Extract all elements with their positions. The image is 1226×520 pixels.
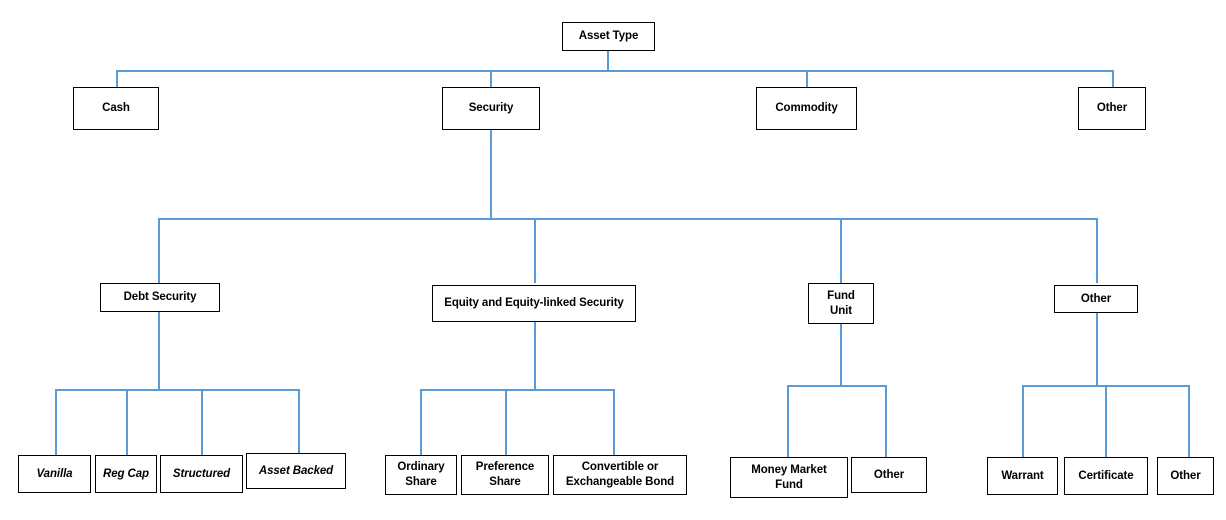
node-structured[interactable]: Structured [160, 455, 243, 493]
connector-stub-preference-share [505, 389, 507, 455]
node-asset-type[interactable]: Asset Type [562, 22, 655, 51]
node-equity-and-equity-linked-security[interactable]: Equity and Equity-linked Security [432, 285, 636, 322]
node-debt-security[interactable]: Debt Security [100, 283, 220, 312]
connector-stub-convertible-bond [613, 389, 615, 455]
node-label-line2: Share [405, 476, 437, 488]
connector-fund-children-bus [787, 385, 886, 387]
connector-stub-other-l2 [1112, 70, 1114, 87]
connector-stub-debt-security [158, 218, 160, 283]
node-warrant[interactable]: Warrant [987, 457, 1058, 495]
node-cash[interactable]: Cash [73, 87, 159, 130]
connector-security-drop [490, 130, 492, 219]
node-label: Structured [172, 467, 231, 480]
connector-stub-warrant [1022, 385, 1024, 457]
connector-stub-other-leaf [1188, 385, 1190, 457]
node-label-line1: Fund [827, 289, 855, 302]
connector-stub-cash [116, 70, 118, 87]
node-commodity[interactable]: Commodity [756, 87, 857, 130]
connector-stub-structured [201, 389, 203, 455]
node-label: Warrant [1001, 469, 1044, 482]
node-ordinary-share[interactable]: Ordinary Share [385, 455, 457, 495]
node-label: Cash [102, 102, 130, 115]
node-label-line2: Unit [830, 304, 852, 317]
node-label: Reg Cap [103, 467, 149, 480]
connector-stub-money-market-fund [787, 385, 789, 457]
connector-stub-certificate [1105, 385, 1107, 457]
connector-equity-children-bus [420, 389, 614, 391]
connector-debt-children-bus [55, 389, 299, 391]
connector-level2-bus [116, 70, 1113, 72]
connector-fund-unit-drop [840, 324, 842, 386]
connector-other-level3-drop [1096, 313, 1098, 386]
node-label-line2: Exchangeable Bond [565, 476, 675, 488]
node-other-level2[interactable]: Other [1078, 87, 1146, 130]
connector-stub-other-fund [885, 385, 887, 457]
node-label-line1: Ordinary [397, 461, 445, 474]
node-label: Other [1170, 469, 1201, 482]
node-label: Vanilla [36, 467, 73, 480]
node-convertible-or-exchangeable-bond[interactable]: Convertible or Exchangeable Bond [553, 455, 687, 495]
node-label: Asset Type [578, 30, 639, 43]
node-label: Security [468, 102, 514, 115]
node-money-market-fund[interactable]: Money Market Fund [730, 457, 848, 498]
connector-stub-other-level3 [1096, 218, 1098, 283]
node-label: Certificate [1078, 469, 1134, 482]
node-fund-unit[interactable]: Fund Unit [808, 283, 874, 324]
node-label: Debt Security [123, 291, 197, 304]
node-other-fund[interactable]: Other [851, 457, 927, 493]
node-label-line1: Money Market [751, 463, 827, 476]
node-preference-share[interactable]: Preference Share [461, 455, 549, 495]
connector-stub-security [490, 70, 492, 87]
node-label-line2: Fund [775, 478, 803, 491]
connector-stub-reg-cap [126, 389, 128, 455]
node-security[interactable]: Security [442, 87, 540, 130]
node-other-level3[interactable]: Other [1054, 285, 1138, 313]
node-label: Commodity [775, 102, 838, 115]
connector-root-drop [607, 51, 609, 71]
node-label: Equity and Equity-linked Security [444, 297, 624, 310]
node-label-line2: Share [489, 476, 521, 488]
connector-level3-bus [158, 218, 1097, 220]
node-label: Other [1096, 102, 1128, 115]
connector-equity-security-drop [534, 322, 536, 390]
node-certificate[interactable]: Certificate [1064, 457, 1148, 495]
node-asset-backed[interactable]: Asset Backed [246, 453, 346, 489]
connector-stub-commodity [806, 70, 808, 87]
node-label-line1: Convertible or [581, 461, 659, 474]
node-other-leaf[interactable]: Other [1157, 457, 1214, 495]
node-reg-cap[interactable]: Reg Cap [95, 455, 157, 493]
connector-debt-security-drop [158, 312, 160, 390]
node-vanilla[interactable]: Vanilla [18, 455, 91, 493]
connector-stub-equity-security [534, 218, 536, 283]
node-label-line1: Preference [475, 461, 535, 474]
connector-stub-asset-backed [298, 389, 300, 455]
node-label: Other [873, 468, 905, 481]
node-label: Asset Backed [258, 464, 334, 477]
connector-stub-ordinary-share [420, 389, 422, 455]
node-label: Other [1080, 292, 1112, 305]
connector-stub-vanilla [55, 389, 57, 455]
connector-stub-fund-unit [840, 218, 842, 283]
